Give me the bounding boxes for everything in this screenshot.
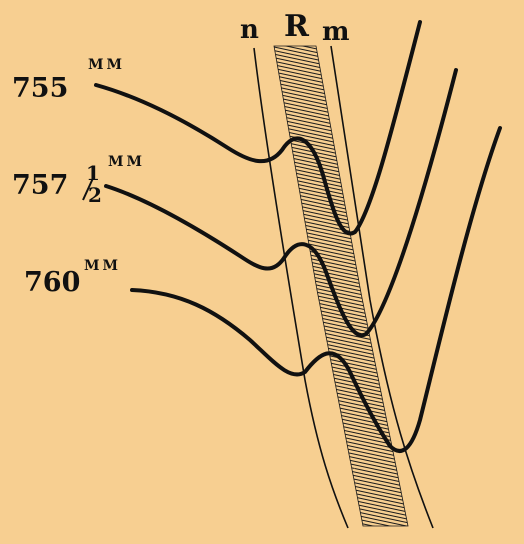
band-label-n: n [240,15,259,45]
band-r-shaded [273,45,409,527]
unit-label-757: MM [108,154,145,170]
unit-label-760: MM [84,258,121,274]
unit-label-755: MM [88,57,125,73]
fraction-numerator: 1 [86,161,100,185]
fraction-denominator: 2 [88,183,102,207]
band-label-m: m [322,17,350,47]
pressure-label-757: 757 [12,170,68,201]
fraction-slash [82,175,95,201]
curve-760 [130,126,502,453]
line-n [253,47,349,529]
line-m [330,45,434,529]
pressure-label-755: 755 [12,73,68,104]
curve-755 [94,20,422,236]
curve-757-half [104,68,458,338]
band-label-r: R [284,9,310,44]
pressure-label-760: 760 [24,267,80,298]
